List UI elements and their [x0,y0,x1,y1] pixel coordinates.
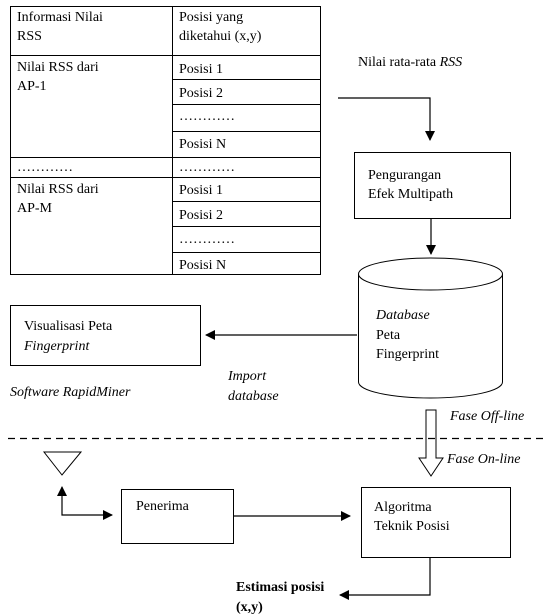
rss-ap1-label: Nilai RSS dari AP-1 [17,60,99,94]
software-label: Software RapidMiner [10,385,131,400]
ap1-position-1: Posisi 1 [179,62,223,77]
import-database-label: Import database [228,369,279,404]
visualization-box [10,305,201,366]
multipath-box [354,152,511,219]
offline-phase-label: Fase Off-line [450,409,525,424]
middle-ellipsis-left: ………… [17,160,73,175]
apm-position-ellipsis: ………… [179,232,235,247]
apm-position-2: Posisi 2 [179,208,223,223]
visualization-label: Visualisasi Peta [24,319,113,334]
position-estimate-label: Estimasi posisi (x,y) [236,580,325,615]
ap1-position-n: Posisi N [179,137,227,152]
database-label: Peta Fingerprint [376,328,439,362]
ap1-position-2: Posisi 2 [179,86,223,101]
antenna-icon [42,451,83,476]
phase-transition-arrow [418,409,444,477]
multipath-box-label: Pengurangan Efek Multipath [368,168,454,202]
database-label-italic: Database [376,308,430,323]
apm-position-n: Posisi N [179,258,227,273]
receiver-box [121,489,234,544]
header-rss-info: Informasi Nilai RSS [17,10,103,44]
algorithm-label: Algoritma Teknik Posisi [374,500,450,534]
algorithm-box [361,487,511,558]
rss-table-grid [10,6,321,275]
database-cylinder [358,257,503,399]
arrow-antenna-receiver [57,486,113,520]
arrow-algorithm-to-estimate [339,558,431,600]
rss-apm-label: Nilai RSS dari AP-M [17,182,99,216]
online-phase-label: Fase On-line [447,452,521,467]
header-known-position: Posisi yang diketahui (x,y) [179,10,262,44]
middle-ellipsis-right: ………… [179,160,235,175]
ap1-position-ellipsis: ………… [179,109,235,124]
rss-average-label: Nilai rata-rata RSS [358,55,463,70]
receiver-label: Penerima [136,499,189,514]
apm-position-1: Posisi 1 [179,183,223,198]
visualization-label-italic: Fingerprint [24,339,90,354]
arrow-rss-to-multipath [338,97,435,141]
